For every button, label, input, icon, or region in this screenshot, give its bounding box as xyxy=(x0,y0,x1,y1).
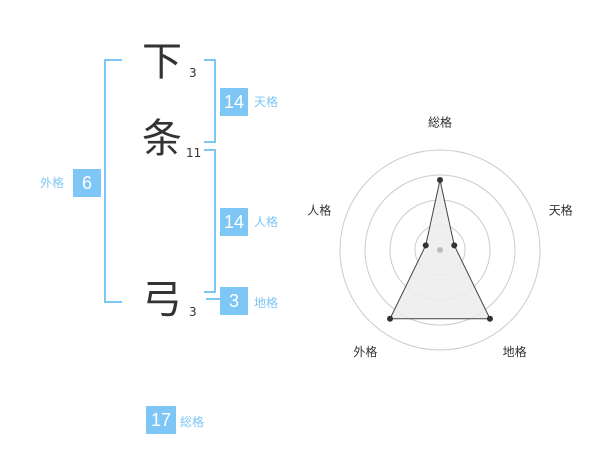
radar-point-3 xyxy=(486,315,493,322)
radar-point-2 xyxy=(451,242,458,249)
gaikaku-badge: 6 xyxy=(73,169,101,197)
soukaku-badge: 17 xyxy=(146,406,176,434)
radar-grid-ring xyxy=(364,174,516,326)
tenkaku-bracket xyxy=(204,59,216,143)
stroke-count-1: 3 xyxy=(189,66,197,80)
chikaku-connector xyxy=(206,298,220,300)
gaikaku-bracket xyxy=(104,59,122,303)
name-char-1: 下 xyxy=(142,39,182,85)
radar-point-4 xyxy=(387,315,394,322)
radar-point-5 xyxy=(422,242,429,249)
radar-axis-label: 総格 xyxy=(428,115,452,130)
jinkaku-badge: 14 xyxy=(220,208,248,236)
radar-center-point xyxy=(437,247,443,253)
chikaku-label: 地格 xyxy=(254,296,279,310)
radar-point-1 xyxy=(437,177,443,183)
radar-chart: 総格天格地格 外格 人格 xyxy=(300,110,580,370)
stroke-count-3: 3 xyxy=(189,305,197,319)
radar-axis-label: 外格 xyxy=(353,344,377,359)
radar-grid-ring xyxy=(339,149,541,351)
soukaku-label: 総格 xyxy=(180,415,205,429)
radar-axis-label: 人格 xyxy=(307,202,331,217)
radar-axis-label: 地格 xyxy=(503,344,527,359)
tenkaku-badge: 14 xyxy=(220,88,248,116)
name-char-2: 条 xyxy=(142,116,182,162)
radar-axis-label: 天格 xyxy=(549,202,573,217)
chikaku-badge: 3 xyxy=(220,287,248,315)
tenkaku-label: 天格 xyxy=(254,95,279,109)
stroke-count-2: 11 xyxy=(186,146,202,160)
jinkaku-label: 人格 xyxy=(254,215,279,229)
name-char-3: 弓 xyxy=(142,277,182,323)
jinkaku-bracket xyxy=(204,149,216,293)
gaikaku-label: 外格 xyxy=(40,176,65,190)
